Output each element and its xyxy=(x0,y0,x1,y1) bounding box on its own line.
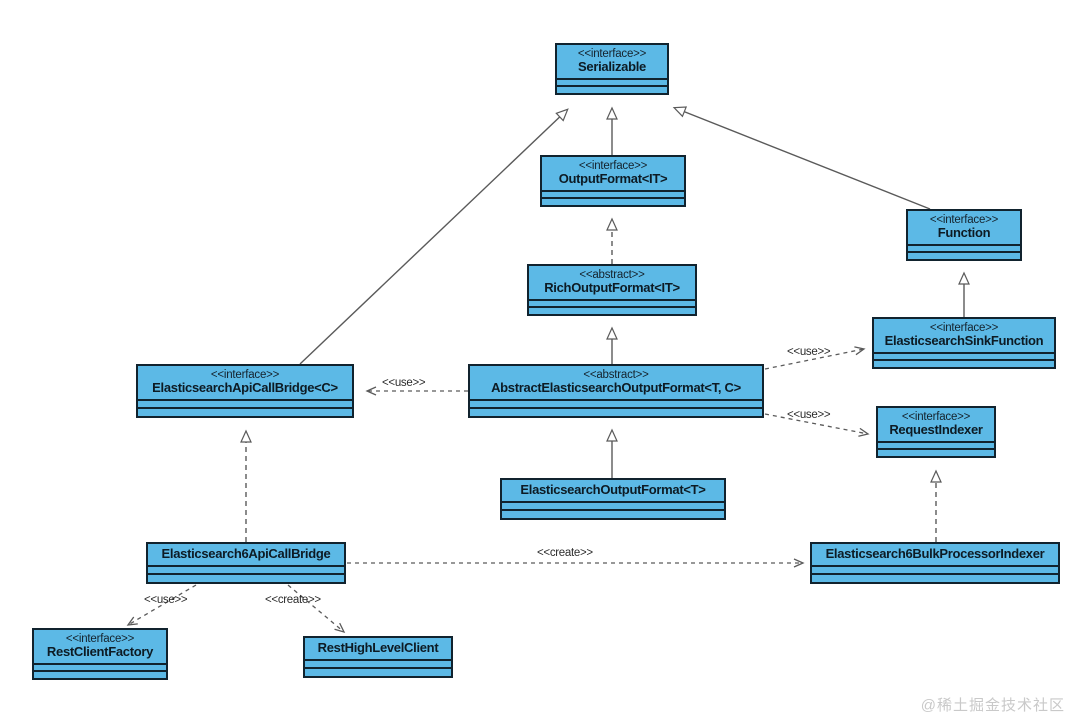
edge-label-use-es6apicallbridge-restclientfactory: <<use>> xyxy=(144,594,188,606)
operations-compartment xyxy=(305,669,451,676)
class-name: RequestIndexer xyxy=(889,422,983,438)
class-box-elasticsearch6-api-call-bridge[interactable]: Elasticsearch6ApiCallBridge xyxy=(146,542,346,584)
class-header: RestHighLevelClient xyxy=(305,638,451,662)
attributes-compartment xyxy=(542,192,684,200)
class-box-output-format[interactable]: <<interface>> OutputFormat<IT> xyxy=(540,155,686,207)
class-name: Function xyxy=(937,225,991,241)
operations-compartment xyxy=(148,575,344,582)
class-box-abstract-elasticsearch-output-format[interactable]: <<abstract>> AbstractElasticsearchOutput… xyxy=(468,364,764,418)
class-box-serializable[interactable]: <<interface>> Serializable xyxy=(555,43,669,95)
attributes-compartment xyxy=(529,301,695,309)
class-header: <<interface>> RestClientFactory xyxy=(34,630,166,666)
class-stereotype: <<abstract>> xyxy=(583,369,649,381)
class-name: ElasticsearchSinkFunction xyxy=(884,333,1044,349)
attributes-compartment xyxy=(470,401,762,410)
operations-compartment xyxy=(908,253,1020,259)
operations-compartment xyxy=(874,361,1054,367)
class-name: Elasticsearch6ApiCallBridge xyxy=(161,546,331,561)
class-box-elasticsearch-api-call-bridge[interactable]: <<interface>> ElasticsearchApiCallBridge… xyxy=(136,364,354,418)
class-box-elasticsearch-output-format[interactable]: ElasticsearchOutputFormat<T> xyxy=(500,478,726,520)
operations-compartment xyxy=(502,511,724,518)
edge-label-use-abstract-essinkfunction: <<use>> xyxy=(787,346,831,358)
class-box-rest-high-level-client[interactable]: RestHighLevelClient xyxy=(303,636,453,678)
class-stereotype: <<interface>> xyxy=(901,411,971,423)
class-box-elasticsearch-sink-function[interactable]: <<interface>> ElasticsearchSinkFunction xyxy=(872,317,1056,369)
class-name: Serializable xyxy=(578,59,646,75)
operations-compartment xyxy=(812,575,1058,582)
class-header: <<abstract>> AbstractElasticsearchOutput… xyxy=(470,366,762,402)
class-header: Elasticsearch6ApiCallBridge xyxy=(148,544,344,568)
class-name: ElasticsearchApiCallBridge<C> xyxy=(152,380,338,396)
class-header: <<interface>> Serializable xyxy=(557,45,667,81)
class-box-request-indexer[interactable]: <<interface>> RequestIndexer xyxy=(876,406,996,458)
class-name: OutputFormat<IT> xyxy=(558,171,668,187)
class-box-rich-output-format[interactable]: <<abstract>> RichOutputFormat<IT> xyxy=(527,264,697,316)
operations-compartment xyxy=(470,409,762,416)
operations-compartment xyxy=(529,308,695,314)
class-name: RichOutputFormat<IT> xyxy=(544,280,680,296)
attributes-compartment xyxy=(138,401,352,410)
attributes-compartment xyxy=(34,665,166,673)
class-header: <<interface>> ElasticsearchSinkFunction xyxy=(874,319,1054,355)
operations-compartment xyxy=(557,87,667,93)
operations-compartment xyxy=(34,672,166,678)
edge-label-use-abstract-apicallbridge: <<use>> xyxy=(382,377,426,389)
class-header: <<interface>> RequestIndexer xyxy=(878,408,994,444)
operations-compartment xyxy=(542,199,684,205)
edge-apicallbridge-to-serializable xyxy=(299,108,569,365)
class-box-function[interactable]: <<interface>> Function xyxy=(906,209,1022,261)
class-header: <<interface>> Function xyxy=(908,211,1020,247)
class-name: AbstractElasticsearchOutputFormat<T, C> xyxy=(491,380,741,396)
edge-label-create-es6apicallbridge-resthighlevelclient: <<create>> xyxy=(265,594,321,606)
class-stereotype: <<abstract>> xyxy=(579,269,645,281)
class-box-rest-client-factory[interactable]: <<interface>> RestClientFactory xyxy=(32,628,168,680)
attributes-compartment xyxy=(148,567,344,575)
attributes-compartment xyxy=(812,567,1058,575)
attributes-compartment xyxy=(878,443,994,451)
class-stereotype: <<interface>> xyxy=(210,369,280,381)
class-name: RestClientFactory xyxy=(46,644,154,660)
class-header: ElasticsearchOutputFormat<T> xyxy=(502,480,724,504)
edge-label-use-abstract-requestindexer: <<use>> xyxy=(787,409,831,421)
edge-label-create-es6apicallbridge-es6bulk: <<create>> xyxy=(537,547,593,559)
attributes-compartment xyxy=(502,503,724,511)
attributes-compartment xyxy=(557,80,667,88)
class-stereotype: <<interface>> xyxy=(65,633,135,645)
class-stereotype: <<interface>> xyxy=(929,214,999,226)
operations-compartment xyxy=(878,450,994,456)
class-header: <<interface>> ElasticsearchApiCallBridge… xyxy=(138,366,352,402)
edge-function-to-serializable xyxy=(672,106,931,210)
class-name: Elasticsearch6BulkProcessorIndexer xyxy=(825,546,1045,561)
class-name: ElasticsearchOutputFormat<T> xyxy=(520,482,706,497)
attributes-compartment xyxy=(305,661,451,669)
class-header: <<abstract>> RichOutputFormat<IT> xyxy=(529,266,695,302)
class-box-elasticsearch6-bulk-processor-indexer[interactable]: Elasticsearch6BulkProcessorIndexer xyxy=(810,542,1060,584)
class-stereotype: <<interface>> xyxy=(929,322,999,334)
watermark: @稀土掘金技术社区 xyxy=(920,697,1065,714)
class-stereotype: <<interface>> xyxy=(578,160,648,172)
class-name: RestHighLevelClient xyxy=(317,640,439,655)
operations-compartment xyxy=(138,409,352,416)
class-header: <<interface>> OutputFormat<IT> xyxy=(542,157,684,193)
edge-es6apicallbridge-to-resthighlevelclient-create xyxy=(287,584,346,634)
class-stereotype: <<interface>> xyxy=(577,48,647,60)
class-header: Elasticsearch6BulkProcessorIndexer xyxy=(812,544,1058,568)
attributes-compartment xyxy=(874,354,1054,362)
attributes-compartment xyxy=(908,246,1020,254)
